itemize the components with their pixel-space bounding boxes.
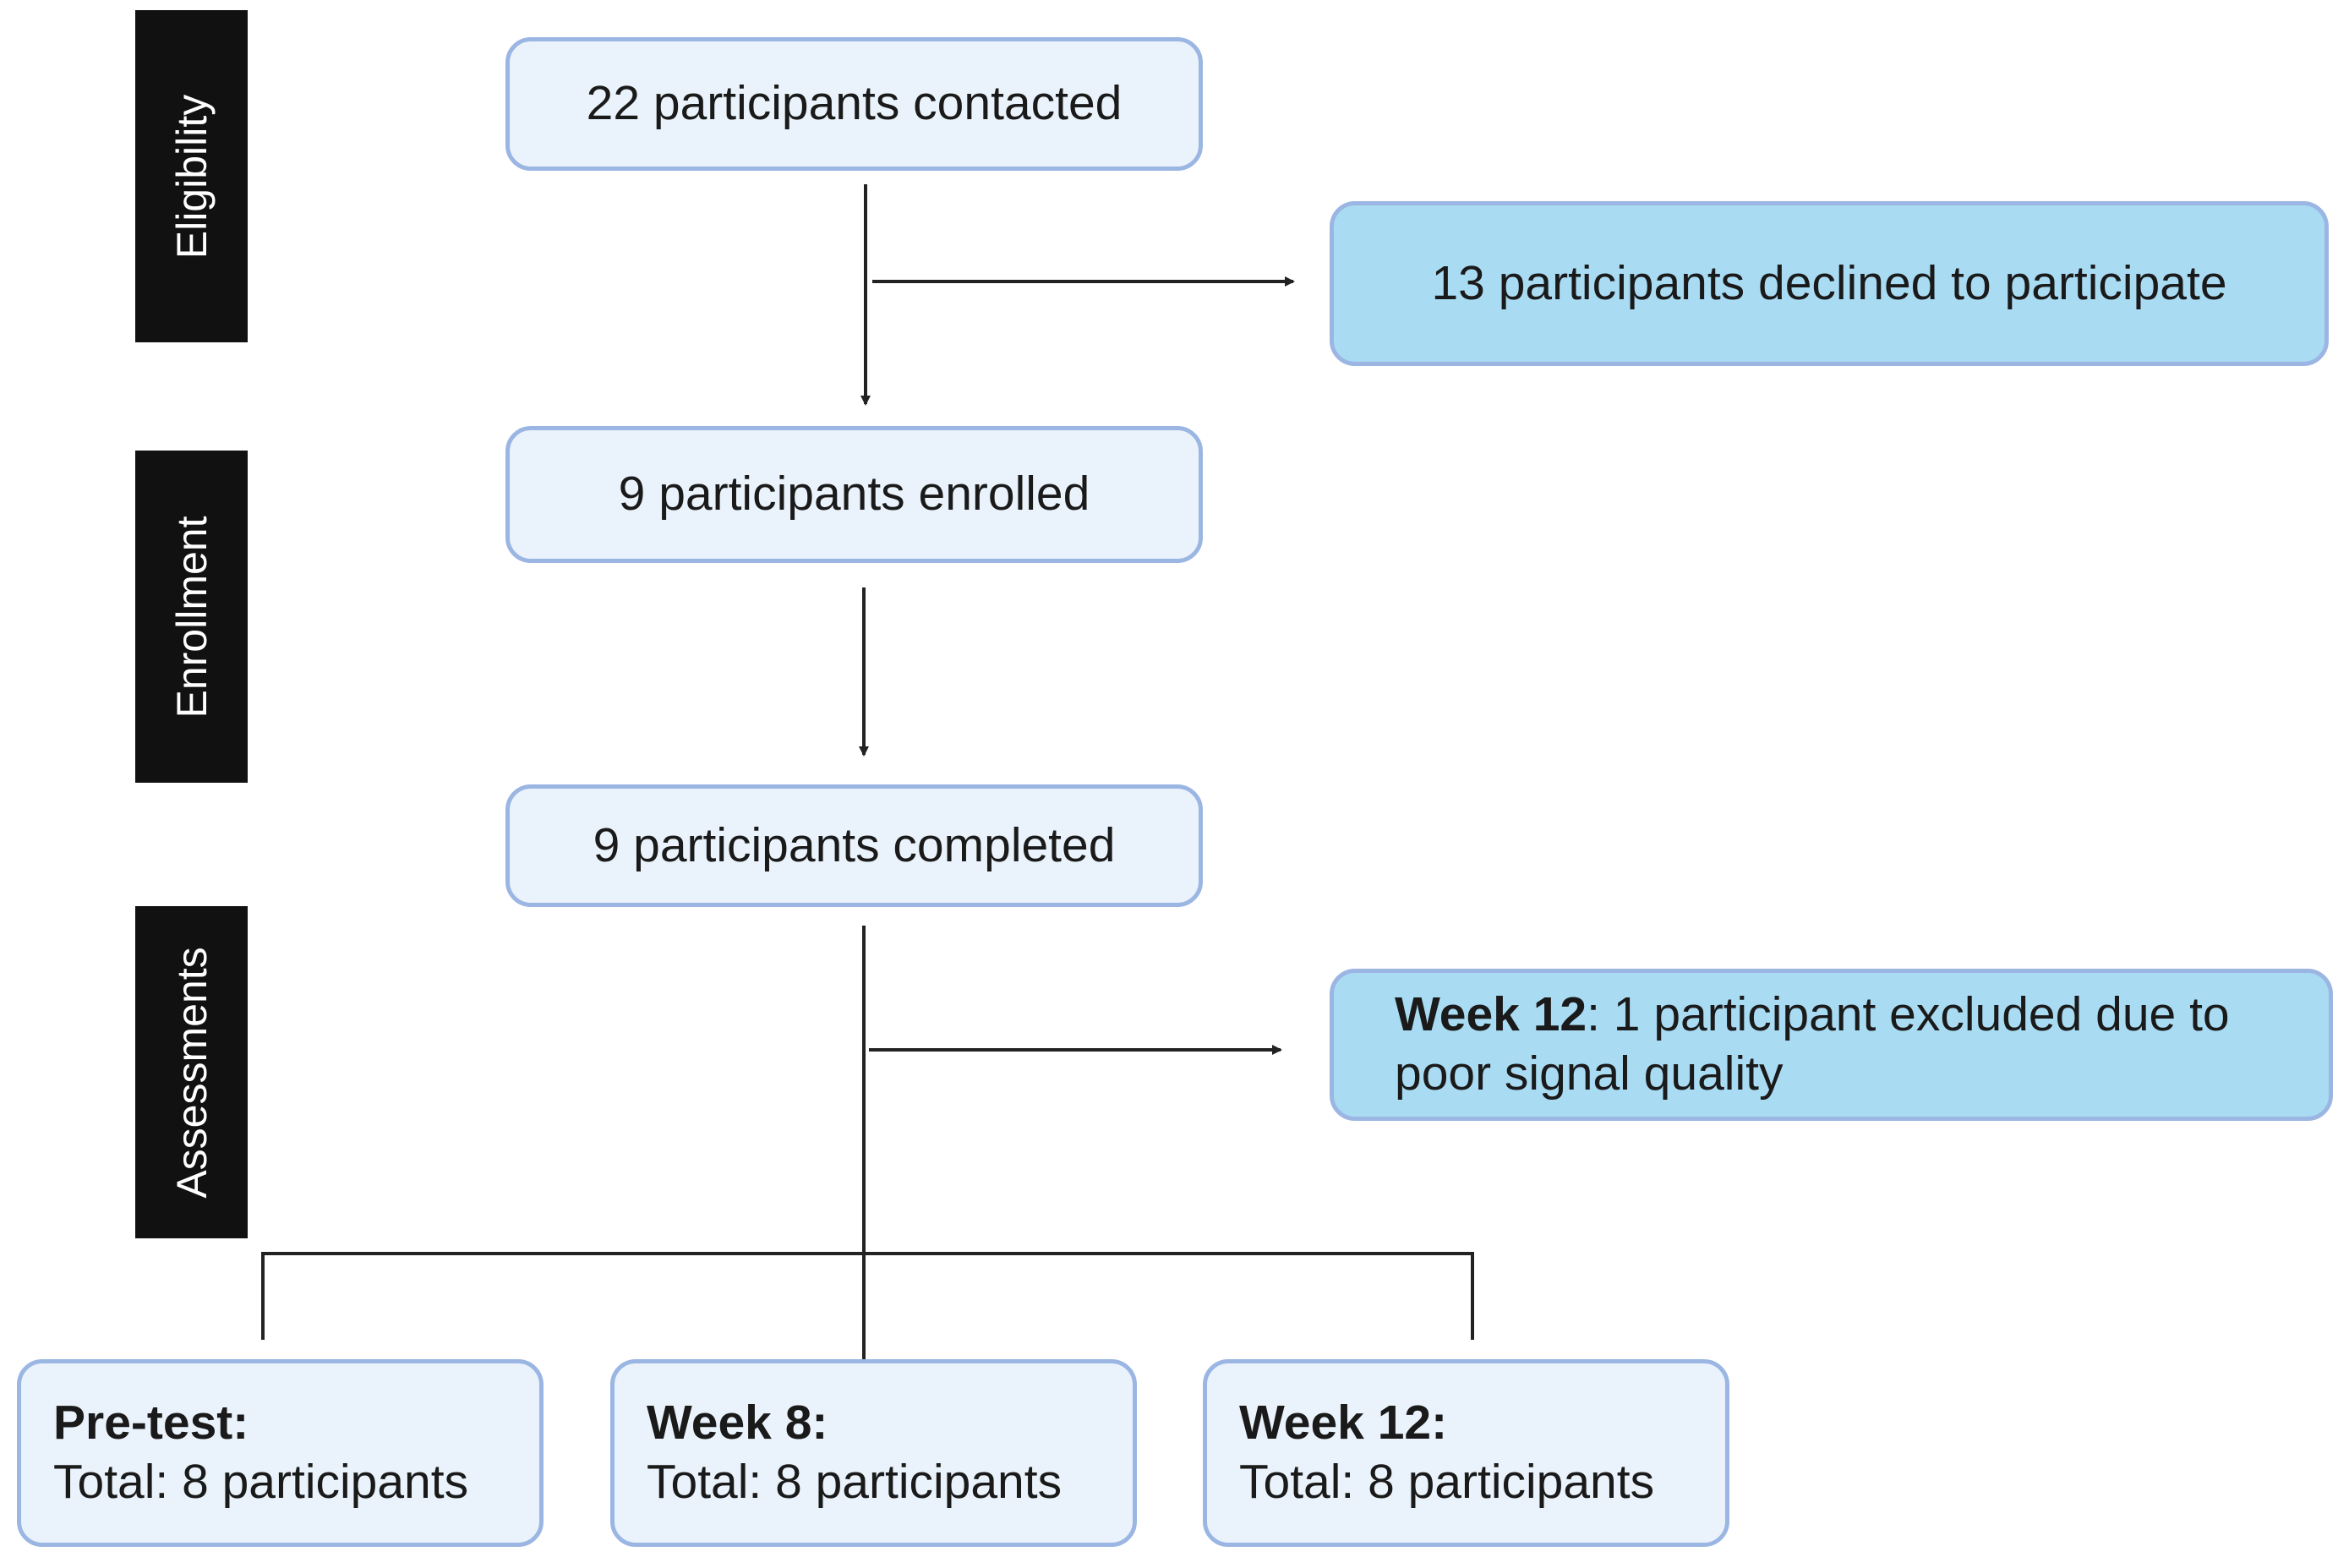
outcome-total: Total: 8 participants [53, 1455, 469, 1509]
line-outcome-splitter [261, 1252, 1474, 1340]
enrolled-text: 9 participants enrolled [618, 467, 1090, 522]
outcome-box-pretest: Pre-test: Total: 8 participants [17, 1359, 544, 1547]
excluded-line-2: poor signal quality [1395, 1046, 1784, 1101]
outcome-total: Total: 8 participants [647, 1455, 1063, 1509]
excluded-text-1: : 1 participant excluded due to [1587, 987, 2230, 1042]
stage-label-eligibility: Eligibility [135, 10, 248, 342]
completed-text: 9 participants completed [593, 817, 1116, 872]
stage-label-enrollment: Enrollment [135, 451, 248, 783]
outcome-heading: Pre-test: [53, 1396, 249, 1451]
excluded-week-label: Week 12 [1395, 987, 1587, 1042]
enrolled-box: 9 participants enrolled [505, 426, 1203, 563]
outcome-heading: Week 12: [1239, 1396, 1448, 1451]
outcome-total: Total: 8 participants [1239, 1455, 1655, 1509]
excluded-line-1: Week 12: 1 participant excluded due to [1395, 986, 2329, 1045]
contacted-box: 22 participants contacted [505, 37, 1203, 171]
stage-label-assessments: Assessments [135, 906, 248, 1238]
excluded-box: Week 12: 1 participant excluded due to p… [1330, 969, 2333, 1121]
declined-text: 13 participants declined to participate [1431, 255, 2227, 310]
completed-box: 9 participants completed [505, 784, 1203, 907]
contacted-text: 22 participants contacted [586, 76, 1123, 131]
declined-box: 13 participants declined to participate [1330, 201, 2329, 366]
outcome-box-week8: Week 8: Total: 8 participants [610, 1359, 1137, 1547]
outcome-heading: Week 8: [647, 1396, 828, 1451]
outcome-box-week12: Week 12: Total: 8 participants [1203, 1359, 1729, 1547]
